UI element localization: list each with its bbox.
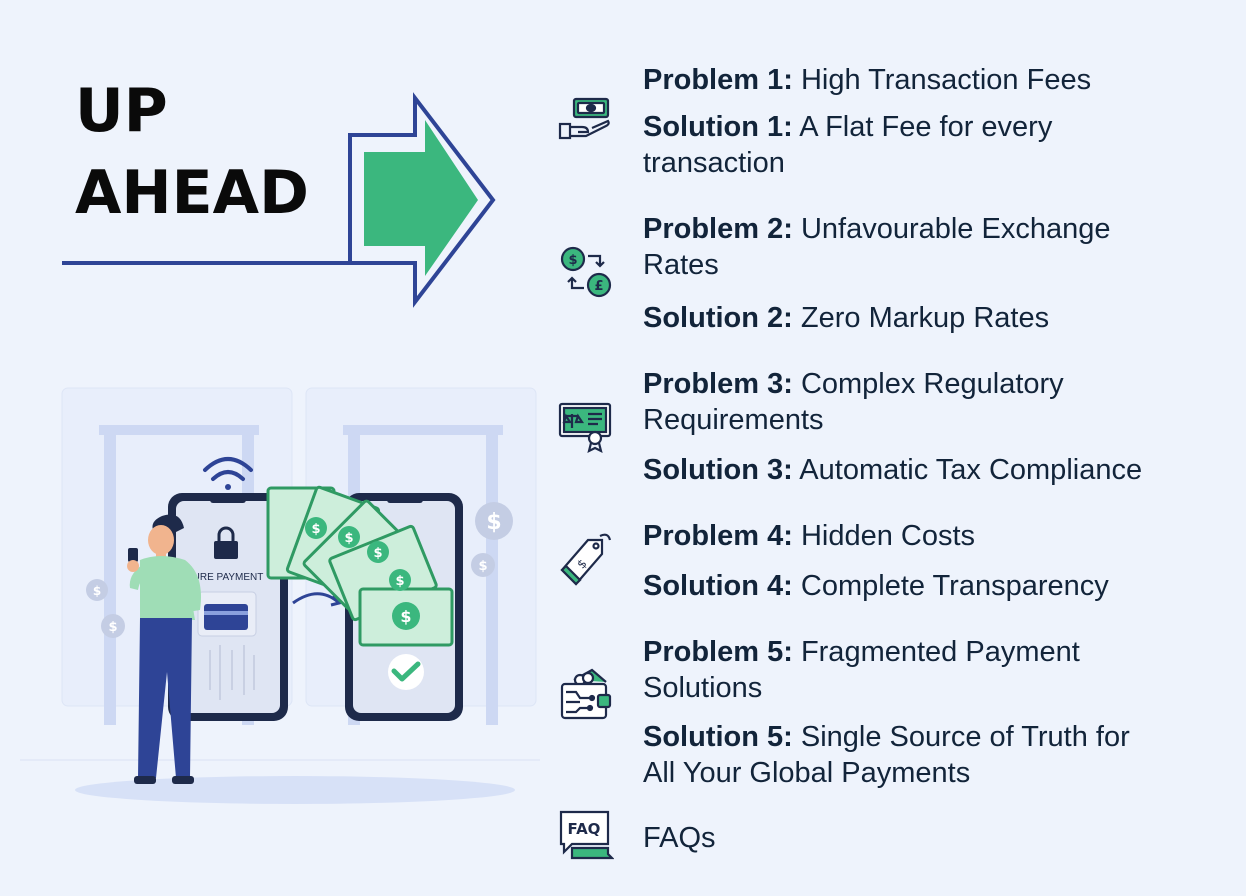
solution-5: Solution 5: Single Source of Truth for A… — [643, 719, 1133, 791]
solution-2-label: Solution 2: — [643, 302, 793, 334]
problem-5: Problem 5: Fragmented Payment Solutions — [643, 634, 1143, 706]
phone-label: URE PAYMENT — [193, 572, 264, 583]
svg-text:$: $ — [486, 510, 501, 535]
problem-2-text: Unfavourable Exchange Rates — [643, 213, 1111, 281]
svg-text:$: $ — [373, 546, 382, 561]
problem-1-label: Problem 1: — [643, 64, 793, 96]
svg-text:$: $ — [344, 531, 353, 546]
problem-4-label: Problem 4: — [643, 520, 793, 552]
problem-3: Problem 3: Complex Regulatory Requiremen… — [643, 366, 1163, 438]
solution-1-text: A Flat Fee for every transaction — [643, 111, 1053, 179]
problem-1: Problem 1: High Transaction Fees — [643, 62, 1203, 98]
solution-4: Solution 4: Complete Transparency — [643, 568, 1203, 604]
svg-text:$: $ — [108, 620, 117, 635]
svg-text:$: $ — [395, 574, 404, 589]
solution-4-text: Complete Transparency — [800, 570, 1109, 602]
title-line-2: AHEAD — [75, 158, 309, 228]
problem-1-text: High Transaction Fees — [800, 64, 1092, 96]
solution-3: Solution 3: Automatic Tax Compliance — [643, 452, 1223, 488]
problem-2: Problem 2: Unfavourable Exchange Rates — [643, 211, 1163, 283]
price-tag-icon: $ — [558, 530, 614, 586]
hand-money-icon — [558, 96, 614, 152]
solution-5-text: Single Source of Truth for All Your Glob… — [643, 721, 1130, 789]
problem-3-text: Complex Regulatory Requirements — [643, 368, 1064, 436]
solution-2-text: Zero Markup Rates — [800, 302, 1050, 334]
svg-text:FAQ: FAQ — [568, 820, 601, 838]
solution-4-label: Solution 4: — [643, 570, 793, 602]
certificate-scales-icon — [558, 398, 614, 454]
problem-5-text: Fragmented Payment Solutions — [643, 636, 1080, 704]
svg-text:$: $ — [478, 559, 487, 574]
payment-illustration: URE PAYMENT $ $ $ $ $ — [20, 387, 540, 804]
problem-4: Problem 4: Hidden Costs — [643, 518, 1203, 554]
right-arrow-graphic — [62, 92, 496, 308]
solution-5-label: Solution 5: — [643, 721, 793, 753]
svg-text:£: £ — [594, 279, 603, 294]
currency-exchange-icon: $ £ — [558, 244, 614, 300]
solution-3-text: Automatic Tax Compliance — [799, 454, 1143, 486]
solution-1-label: Solution 1: — [643, 111, 793, 143]
svg-text:$: $ — [93, 584, 101, 598]
solution-1: Solution 1: A Flat Fee for every transac… — [643, 109, 1123, 181]
solution-2: Solution 2: Zero Markup Rates — [643, 300, 1203, 336]
problem-2-label: Problem 2: — [643, 213, 793, 245]
solution-3-label: Solution 3: — [643, 454, 793, 486]
faq-link[interactable]: FAQs — [643, 820, 1203, 856]
problem-3-label: Problem 3: — [643, 368, 793, 400]
svg-text:$: $ — [568, 253, 577, 268]
faq-bubble-icon: FAQ — [558, 808, 614, 864]
svg-text:$: $ — [400, 607, 411, 626]
problem-5-label: Problem 5: — [643, 636, 793, 668]
page-title: UP AHEAD — [75, 70, 309, 234]
svg-text:$: $ — [311, 522, 320, 537]
title-line-1: UP — [75, 76, 168, 146]
problem-4-text: Hidden Costs — [800, 520, 976, 552]
faq-label: FAQs — [643, 822, 716, 854]
wallet-circuit-icon — [558, 668, 614, 724]
